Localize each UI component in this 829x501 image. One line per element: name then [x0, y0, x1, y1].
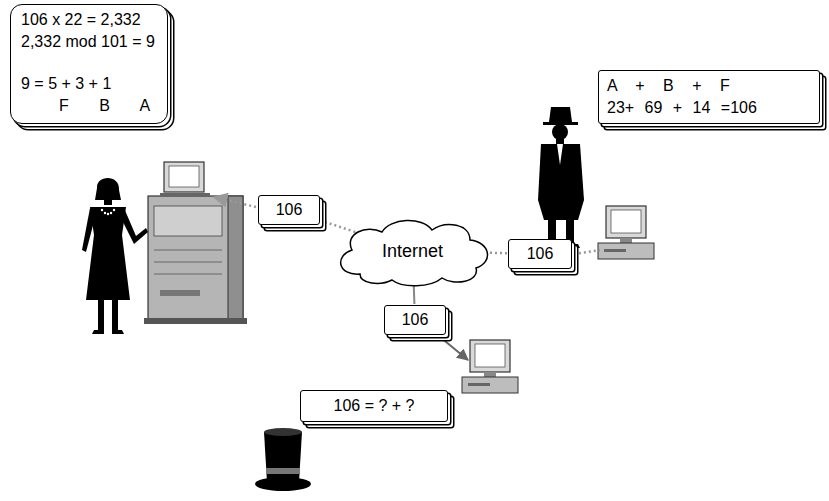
woman-figure-part — [92, 330, 104, 334]
desktop-computer-part — [598, 243, 654, 259]
top-hat-part — [266, 468, 300, 474]
top-hat — [255, 428, 311, 491]
delivery-arrow — [214, 197, 256, 207]
desktop-computer — [598, 206, 654, 259]
desktop-computer-part — [604, 249, 626, 252]
woman-figure-part-part — [110, 212, 112, 214]
top-hat-part — [264, 432, 302, 482]
desktop-computer-part — [470, 340, 510, 372]
woman-figure — [82, 178, 148, 334]
box-text: 106 x 22 = 2,332 — [21, 9, 159, 31]
woman-figure-part-part — [113, 209, 115, 211]
network-link — [574, 250, 600, 254]
network-link — [488, 252, 507, 255]
server-computer-part — [160, 290, 200, 296]
server-computer — [144, 162, 247, 324]
desktop-computer-part — [462, 377, 518, 393]
sum-box: A + B + F23+ 69 + 14 =106 — [598, 70, 820, 124]
server-computer-part — [160, 193, 210, 197]
desktop-computer-part — [475, 344, 505, 367]
server-computer-part — [154, 262, 222, 263]
desktop-computer — [462, 340, 518, 393]
box-text: 2,332 mod 101 = 9 — [21, 31, 159, 53]
box-text: 106 — [267, 199, 311, 221]
woman-figure-part-part — [107, 213, 109, 215]
network-link — [321, 221, 355, 232]
woman-figure-part — [104, 197, 112, 205]
woman-figure-part — [112, 300, 118, 330]
server-computer-part — [164, 162, 204, 192]
server-computer-part — [148, 196, 243, 320]
top-hat-part — [264, 428, 302, 436]
message-tag: 106 — [384, 305, 446, 335]
man-figure-part — [538, 144, 584, 220]
server-computer-part — [228, 196, 243, 320]
woman-figure-part-part — [104, 212, 106, 214]
message-tag: 106 — [508, 239, 572, 269]
message-tag: 106 — [258, 195, 320, 225]
calculation-box: 106 x 22 = 2,3322,332 mod 101 = 9 9 = 5 +… — [10, 4, 168, 124]
question-box: 106 = ? + ? — [300, 390, 448, 422]
box-text: 106 — [517, 243, 563, 265]
delivery-arrow — [440, 337, 468, 360]
man-figure-part — [556, 138, 564, 144]
man-figure-part — [552, 124, 568, 140]
desktop-computer-part — [611, 210, 641, 233]
man-figure-part — [557, 144, 563, 165]
server-computer-part — [144, 318, 247, 324]
top-hat-part — [255, 477, 311, 491]
server-computer-part — [154, 206, 222, 236]
woman-figure-part — [82, 208, 96, 252]
woman-figure-part-part — [101, 209, 103, 211]
desktop-computer-part — [606, 206, 646, 238]
woman-figure-part — [112, 330, 124, 334]
desktop-computer-part — [484, 372, 496, 377]
man-figure-part — [549, 107, 572, 122]
box-text: 106 = ? + ? — [311, 395, 437, 417]
server-computer-part — [154, 250, 222, 251]
desktop-computer-part — [620, 238, 632, 243]
woman-figure-part — [120, 208, 148, 244]
woman-figure-part — [101, 209, 115, 215]
box-text: A + B + F — [607, 75, 811, 97]
box-text: 9 = 5 + 3 + 1 — [21, 73, 159, 95]
box-text: F B A — [21, 95, 159, 117]
box-text: 23+ 69 + 14 =106 — [607, 97, 811, 119]
internet-cloud: Internet — [330, 216, 495, 286]
server-computer-part — [169, 166, 199, 187]
woman-figure-part — [98, 300, 104, 330]
desktop-computer-part — [468, 383, 490, 386]
box-text: 106 — [393, 309, 437, 331]
server-computer-part — [154, 274, 222, 275]
woman-figure-part — [95, 178, 121, 200]
cloud-label: Internet — [330, 240, 495, 262]
man-figure — [538, 107, 584, 248]
